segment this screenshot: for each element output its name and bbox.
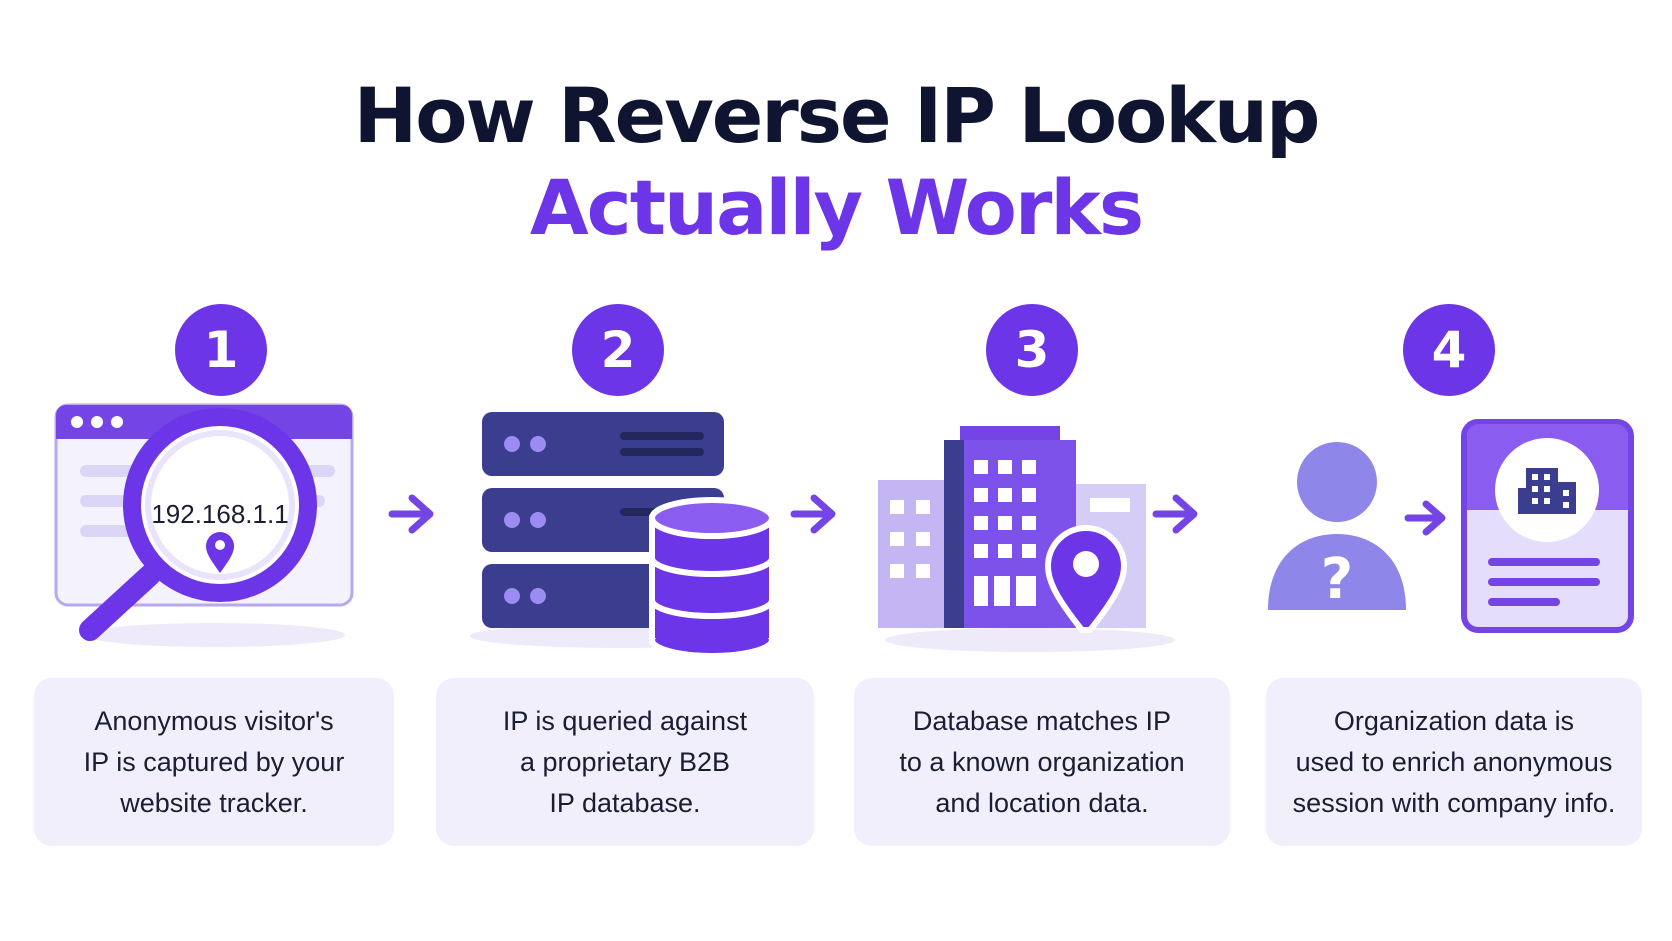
- step-3-text: Database matches IP to a known organizat…: [899, 705, 1185, 818]
- step-2-card: IP is queried against a proprietary B2B …: [436, 678, 814, 846]
- step-4-text: Organization data is used to enrich anon…: [1292, 705, 1616, 818]
- server-database-icon: [470, 412, 775, 659]
- step-1-badge: 1: [175, 304, 267, 396]
- step-4-card: Organization data is used to enrich anon…: [1266, 678, 1642, 846]
- company-profile-card-icon: [1461, 419, 1634, 633]
- step-1-card: Anonymous visitor's IP is captured by yo…: [34, 678, 394, 846]
- step-4-badge: 4: [1403, 304, 1495, 396]
- title-line-2: Actually Works: [529, 163, 1144, 252]
- step-2-badge: 2: [572, 304, 664, 396]
- arrow-right-icon: [1152, 494, 1198, 534]
- arrow-right-icon: [388, 494, 434, 534]
- step-3-badge: 3: [986, 304, 1078, 396]
- step-1-text: Anonymous visitor's IP is captured by yo…: [83, 705, 345, 818]
- arrow-right-icon: [1404, 500, 1446, 536]
- step-2-text: IP is queried against a proprietary B2B …: [502, 705, 748, 818]
- arrow-right-icon: [790, 494, 836, 534]
- step-3-card: Database matches IP to a known organizat…: [854, 678, 1230, 846]
- building-location-icon: [878, 426, 1175, 652]
- svg-text:?: ?: [1321, 547, 1353, 612]
- ip-address-text: 192.168.1.1: [151, 499, 288, 529]
- browser-magnifier-icon: 192.168.1.1: [54, 403, 354, 647]
- title: How Reverse IP Lookup Actually Works: [0, 70, 1672, 254]
- unknown-user-icon: ?: [1268, 442, 1406, 612]
- title-line-1: How Reverse IP Lookup: [353, 71, 1321, 160]
